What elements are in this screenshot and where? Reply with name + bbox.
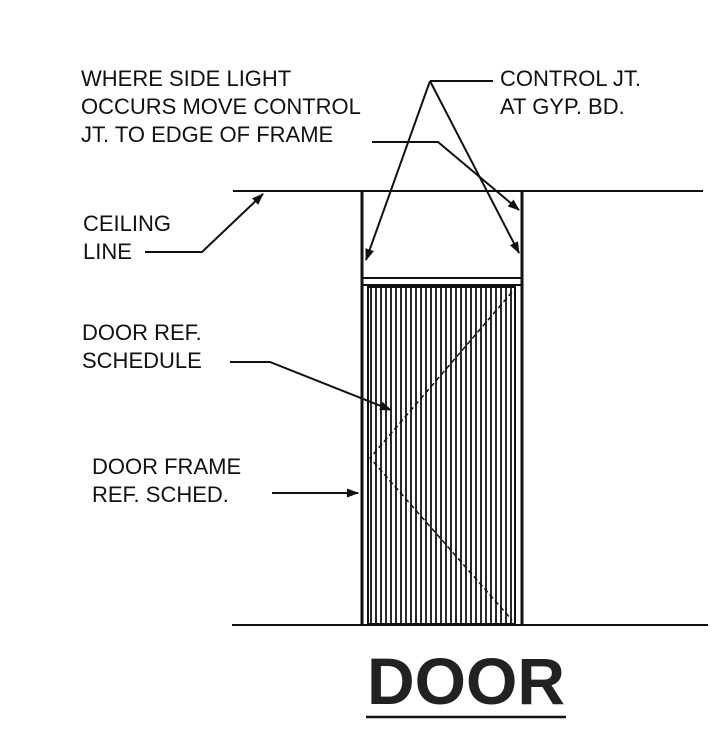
side-light-note-line-1: WHERE SIDE LIGHT — [81, 66, 291, 91]
door-ref-schedule-label-line-2: SCHEDULE — [82, 348, 202, 373]
ceiling-line-label-line-1: CEILING — [83, 211, 171, 236]
side-light-leader — [372, 141, 520, 211]
ceiling-line-leader — [145, 193, 264, 253]
drawing-title: DOOR — [367, 644, 565, 718]
side-light-note-line-2: OCCURS MOVE CONTROL — [81, 94, 361, 119]
control-joint-note-line-2: AT GYP. BD. — [500, 94, 625, 119]
door-swing-indicator — [369, 291, 513, 621]
door-ref-schedule-label-line-1: DOOR REF. — [82, 320, 202, 345]
door-frame-ref-label: DOOR FRAME REF. SCHED. — [92, 454, 247, 507]
door-ref-schedule-label: DOOR REF. SCHEDULE — [82, 320, 208, 373]
door-ref-schedule-leader — [230, 361, 392, 411]
ceiling-line-label: CEILING LINE — [83, 211, 177, 264]
side-light-note-line-3: JT. TO EDGE OF FRAME — [81, 122, 333, 147]
side-light-note: WHERE SIDE LIGHT OCCURS MOVE CONTROL JT.… — [81, 66, 366, 147]
door-leaf — [367, 286, 516, 625]
ceiling-line-label-line-2: LINE — [83, 239, 132, 264]
control-joint-arrow-right — [429, 80, 520, 254]
door-frame-ref-label-line-1: DOOR FRAME — [92, 454, 241, 479]
control-joint-note: CONTROL JT. AT GYP. BD. — [500, 66, 647, 119]
control-joint-note-line-1: CONTROL JT. — [500, 66, 641, 91]
door-frame-ref-label-line-2: REF. SCHED. — [92, 482, 229, 507]
control-joint-arrow-left — [365, 80, 431, 261]
